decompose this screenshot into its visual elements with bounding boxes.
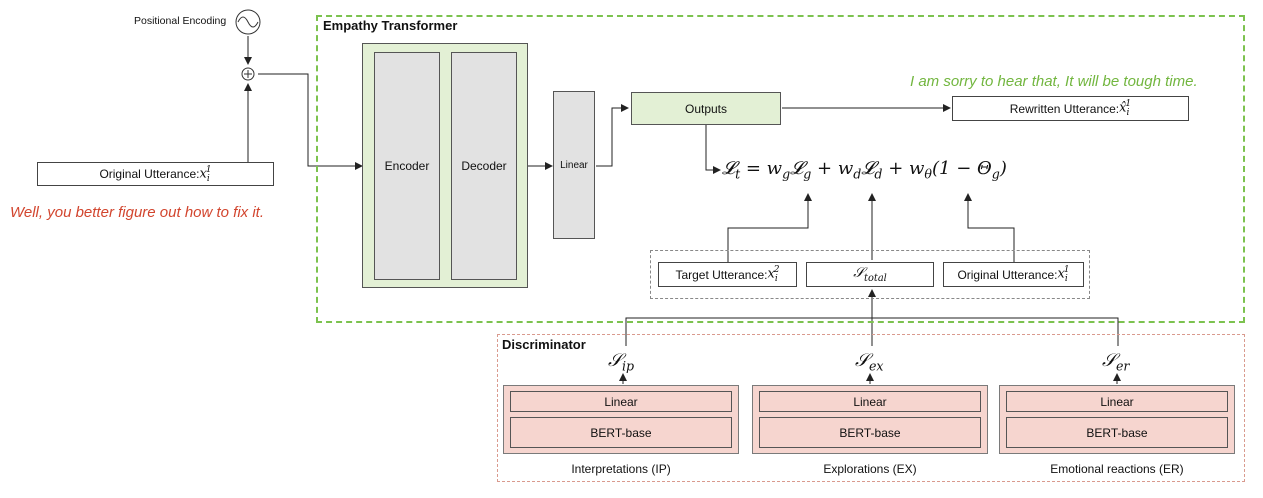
loss-inputs-group [650, 250, 1090, 299]
circle-plus-icon [241, 67, 255, 81]
head-ex-caption: Explorations (EX) [823, 462, 917, 476]
input-example-text: Well, you better figure out how to fix i… [10, 204, 265, 221]
original-utterance-label: Original Utterance: [99, 167, 200, 181]
encoder-box: Encoder [374, 52, 440, 280]
loss-formula: 𝓛t = wg𝓛g + wd𝓛d + wθ(1 − Θg) [722, 158, 1007, 182]
score-ex: 𝒮ex [855, 350, 884, 374]
rewritten-utterance-label: Rewritten Utterance: [1009, 101, 1120, 116]
decoder-box: Decoder [451, 52, 517, 280]
s-total-var: 𝒮total [853, 265, 887, 284]
sine-wave-icon [235, 9, 261, 35]
decoder-label: Decoder [461, 159, 507, 173]
head-er-linear: Linear [1006, 391, 1228, 412]
encoder-label: Encoder [384, 159, 430, 173]
rewritten-utterance-box: Rewritten Utterance: x̂i1 [952, 96, 1189, 121]
target-utterance-label: Target Utterance: [675, 267, 768, 282]
head-ip-bert: BERT-base [510, 417, 732, 448]
original-utterance-var: xi1 [199, 164, 212, 184]
original-utterance-right-var: xi1 [1057, 265, 1070, 284]
original-utterance-input-box: Original Utterance: xi1 [37, 162, 274, 186]
score-ip: 𝒮ip [608, 350, 635, 374]
target-utterance-box: Target Utterance: xi2 [658, 262, 797, 287]
linear-label: Linear [560, 159, 588, 171]
original-utterance-right-box: Original Utterance: xi1 [943, 262, 1084, 287]
head-ex-linear: Linear [759, 391, 981, 412]
linear-box: Linear [553, 91, 595, 239]
empathy-transformer-region [316, 15, 1245, 323]
head-ip-caption: Interpretations (IP) [571, 462, 671, 476]
rewritten-utterance-var: x̂i1 [1119, 99, 1132, 118]
head-ip-linear: Linear [510, 391, 732, 412]
discriminator-title: Discriminator [502, 337, 586, 352]
output-example-text: I am sorry to hear that, It will be toug… [910, 73, 1198, 90]
s-total-box: 𝒮total [806, 262, 934, 287]
score-er: 𝒮er [1102, 350, 1130, 374]
original-utterance-right-label: Original Utterance: [957, 267, 1058, 282]
target-utterance-var: xi2 [767, 265, 780, 284]
head-er-caption: Emotional reactions (ER) [1050, 462, 1184, 476]
head-er-bert: BERT-base [1006, 417, 1228, 448]
positional-encoding-label: Positional Encoding [134, 15, 227, 27]
outputs-box: Outputs [631, 92, 781, 125]
head-ex-bert: BERT-base [759, 417, 981, 448]
discriminator-region [497, 334, 1245, 482]
outputs-label: Outputs [684, 101, 728, 116]
empathy-transformer-title: Empathy Transformer [323, 18, 458, 33]
